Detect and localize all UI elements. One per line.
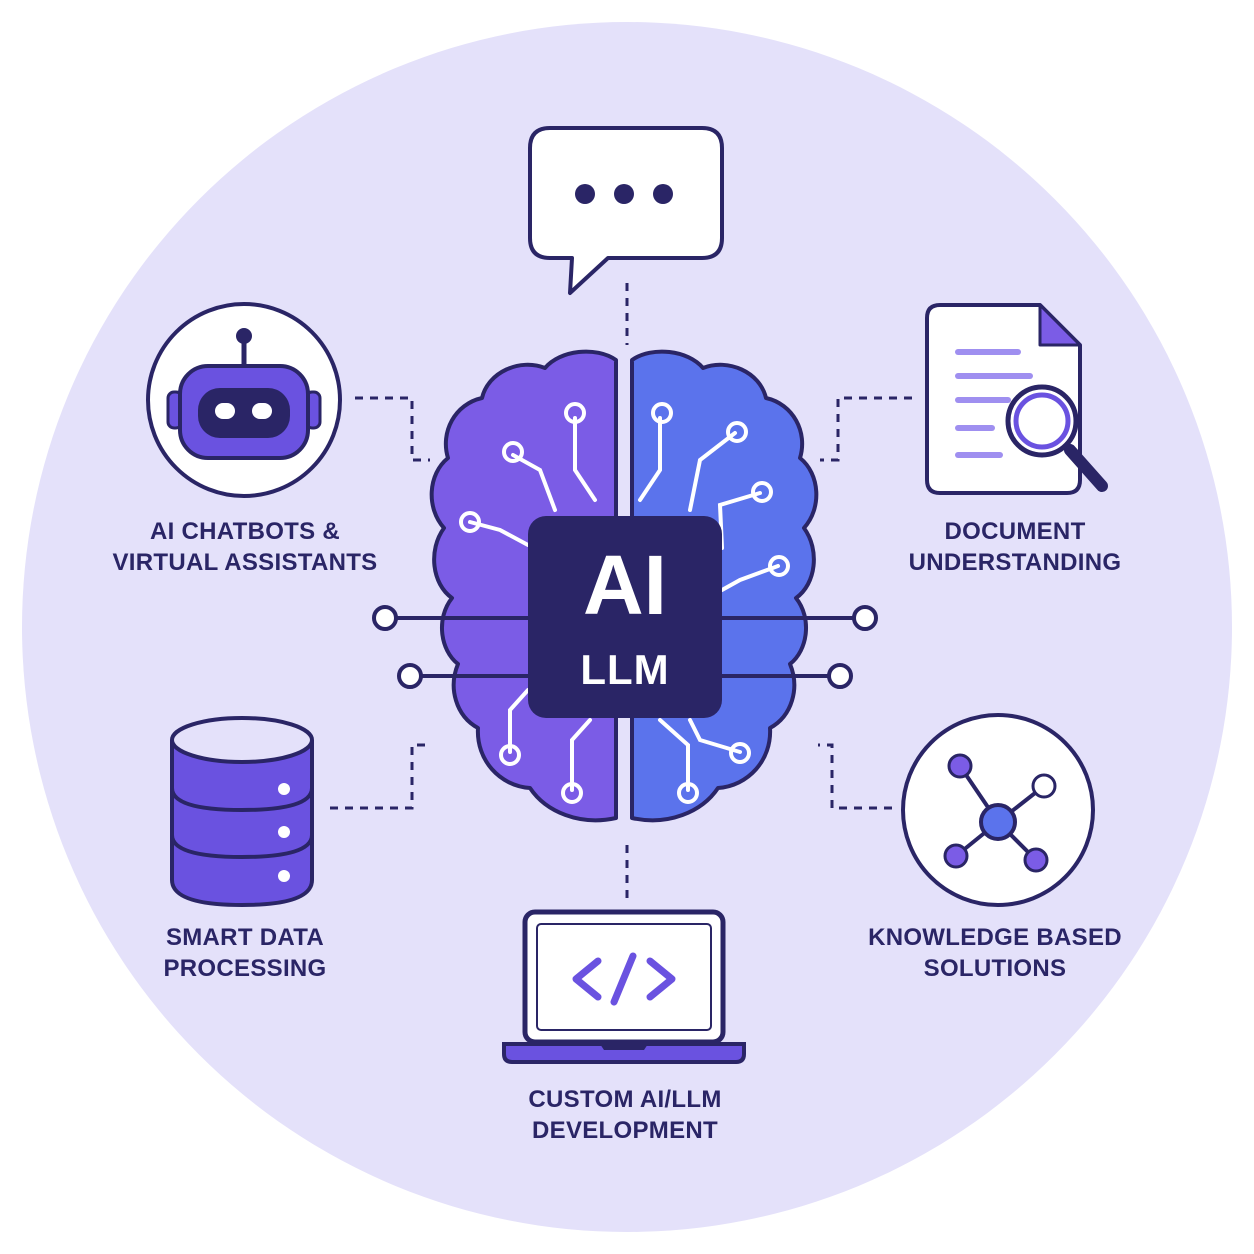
connector-knowledge (818, 743, 892, 810)
connector-documents (820, 396, 912, 462)
label-chatbots: AI CHATBOTS & VIRTUAL ASSISTANTS (100, 516, 390, 578)
label-documents: DOCUMENT UNDERSTANDING (885, 516, 1145, 578)
label-data-line1: SMART DATA (165, 924, 325, 951)
document-search-icon (925, 303, 1108, 495)
label-knowledge-line1: KNOWLEDGE BASED (868, 924, 1122, 951)
laptop-code-icon (502, 909, 746, 1064)
network-icon (901, 713, 1095, 907)
connector-chatbots (355, 396, 430, 462)
label-documents-line1: DOCUMENT (944, 518, 1086, 545)
circuit-nodes (459, 402, 790, 804)
label-data-line2: PROCESSING (163, 955, 327, 982)
label-custom-line2: DEVELOPMENT (532, 1117, 718, 1144)
connector-data (330, 743, 432, 810)
label-custom-line1: CUSTOM AI/LLM (528, 1086, 722, 1113)
database-icon (170, 716, 314, 908)
hub-title: AI (583, 538, 667, 632)
label-data: SMART DATA PROCESSING (120, 922, 370, 984)
side-pins (372, 605, 878, 689)
label-chatbots-line2: VIRTUAL ASSISTANTS (112, 549, 378, 576)
hub-chip (528, 516, 722, 718)
label-knowledge: KNOWLEDGE BASED SOLUTIONS (855, 922, 1135, 984)
label-knowledge-line2: SOLUTIONS (923, 955, 1067, 982)
hub-subtitle: LLM (580, 646, 670, 693)
connectors (330, 283, 912, 905)
label-custom: CUSTOM AI/LLM DEVELOPMENT (495, 1084, 755, 1146)
label-documents-line2: UNDERSTANDING (908, 549, 1122, 576)
chat-bubble-icon (528, 126, 724, 295)
robot-icon (146, 302, 342, 498)
label-chatbots-line1: AI CHATBOTS & (149, 518, 341, 545)
